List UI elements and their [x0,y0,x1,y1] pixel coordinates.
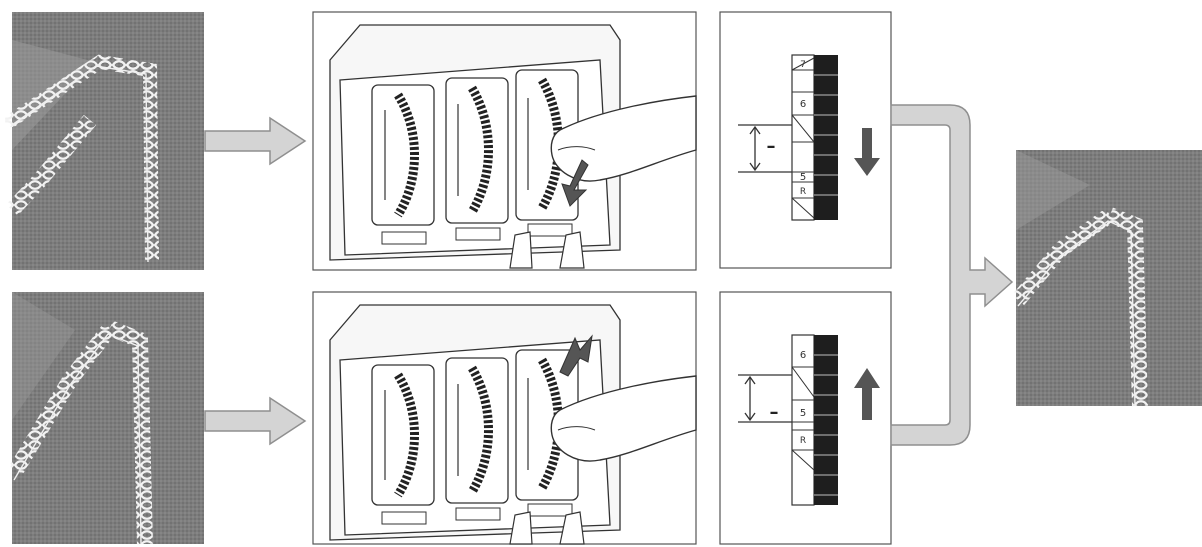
dial-panel-bottom [313,292,696,544]
scale-label-r-b: R [800,436,806,446]
tension-scale-panel-bottom: 6 5 R – [720,292,891,544]
scale-label-6: 6 [800,99,806,110]
scale-label-5: 5 [800,172,806,183]
dial-panel-top [313,12,696,270]
arrow-to-dial-bottom [205,398,305,444]
tension-scale-panel-top: 7 6 5 R – [720,12,891,268]
adjust-sign-top: – [767,136,776,157]
fabric-sample-balanced [1016,150,1202,406]
scale-label-6-b: 6 [800,350,806,361]
adjust-sign-bottom: – [770,402,779,423]
scale-label-r: R [800,187,806,197]
scale-label-5-b: 5 [800,408,806,419]
fabric-sample-top [12,12,204,270]
merge-connector-arrow [891,105,1012,445]
fabric-sample-bottom [12,292,204,544]
scale-label-7: 7 [800,60,806,70]
arrow-to-dial-top [205,118,305,164]
